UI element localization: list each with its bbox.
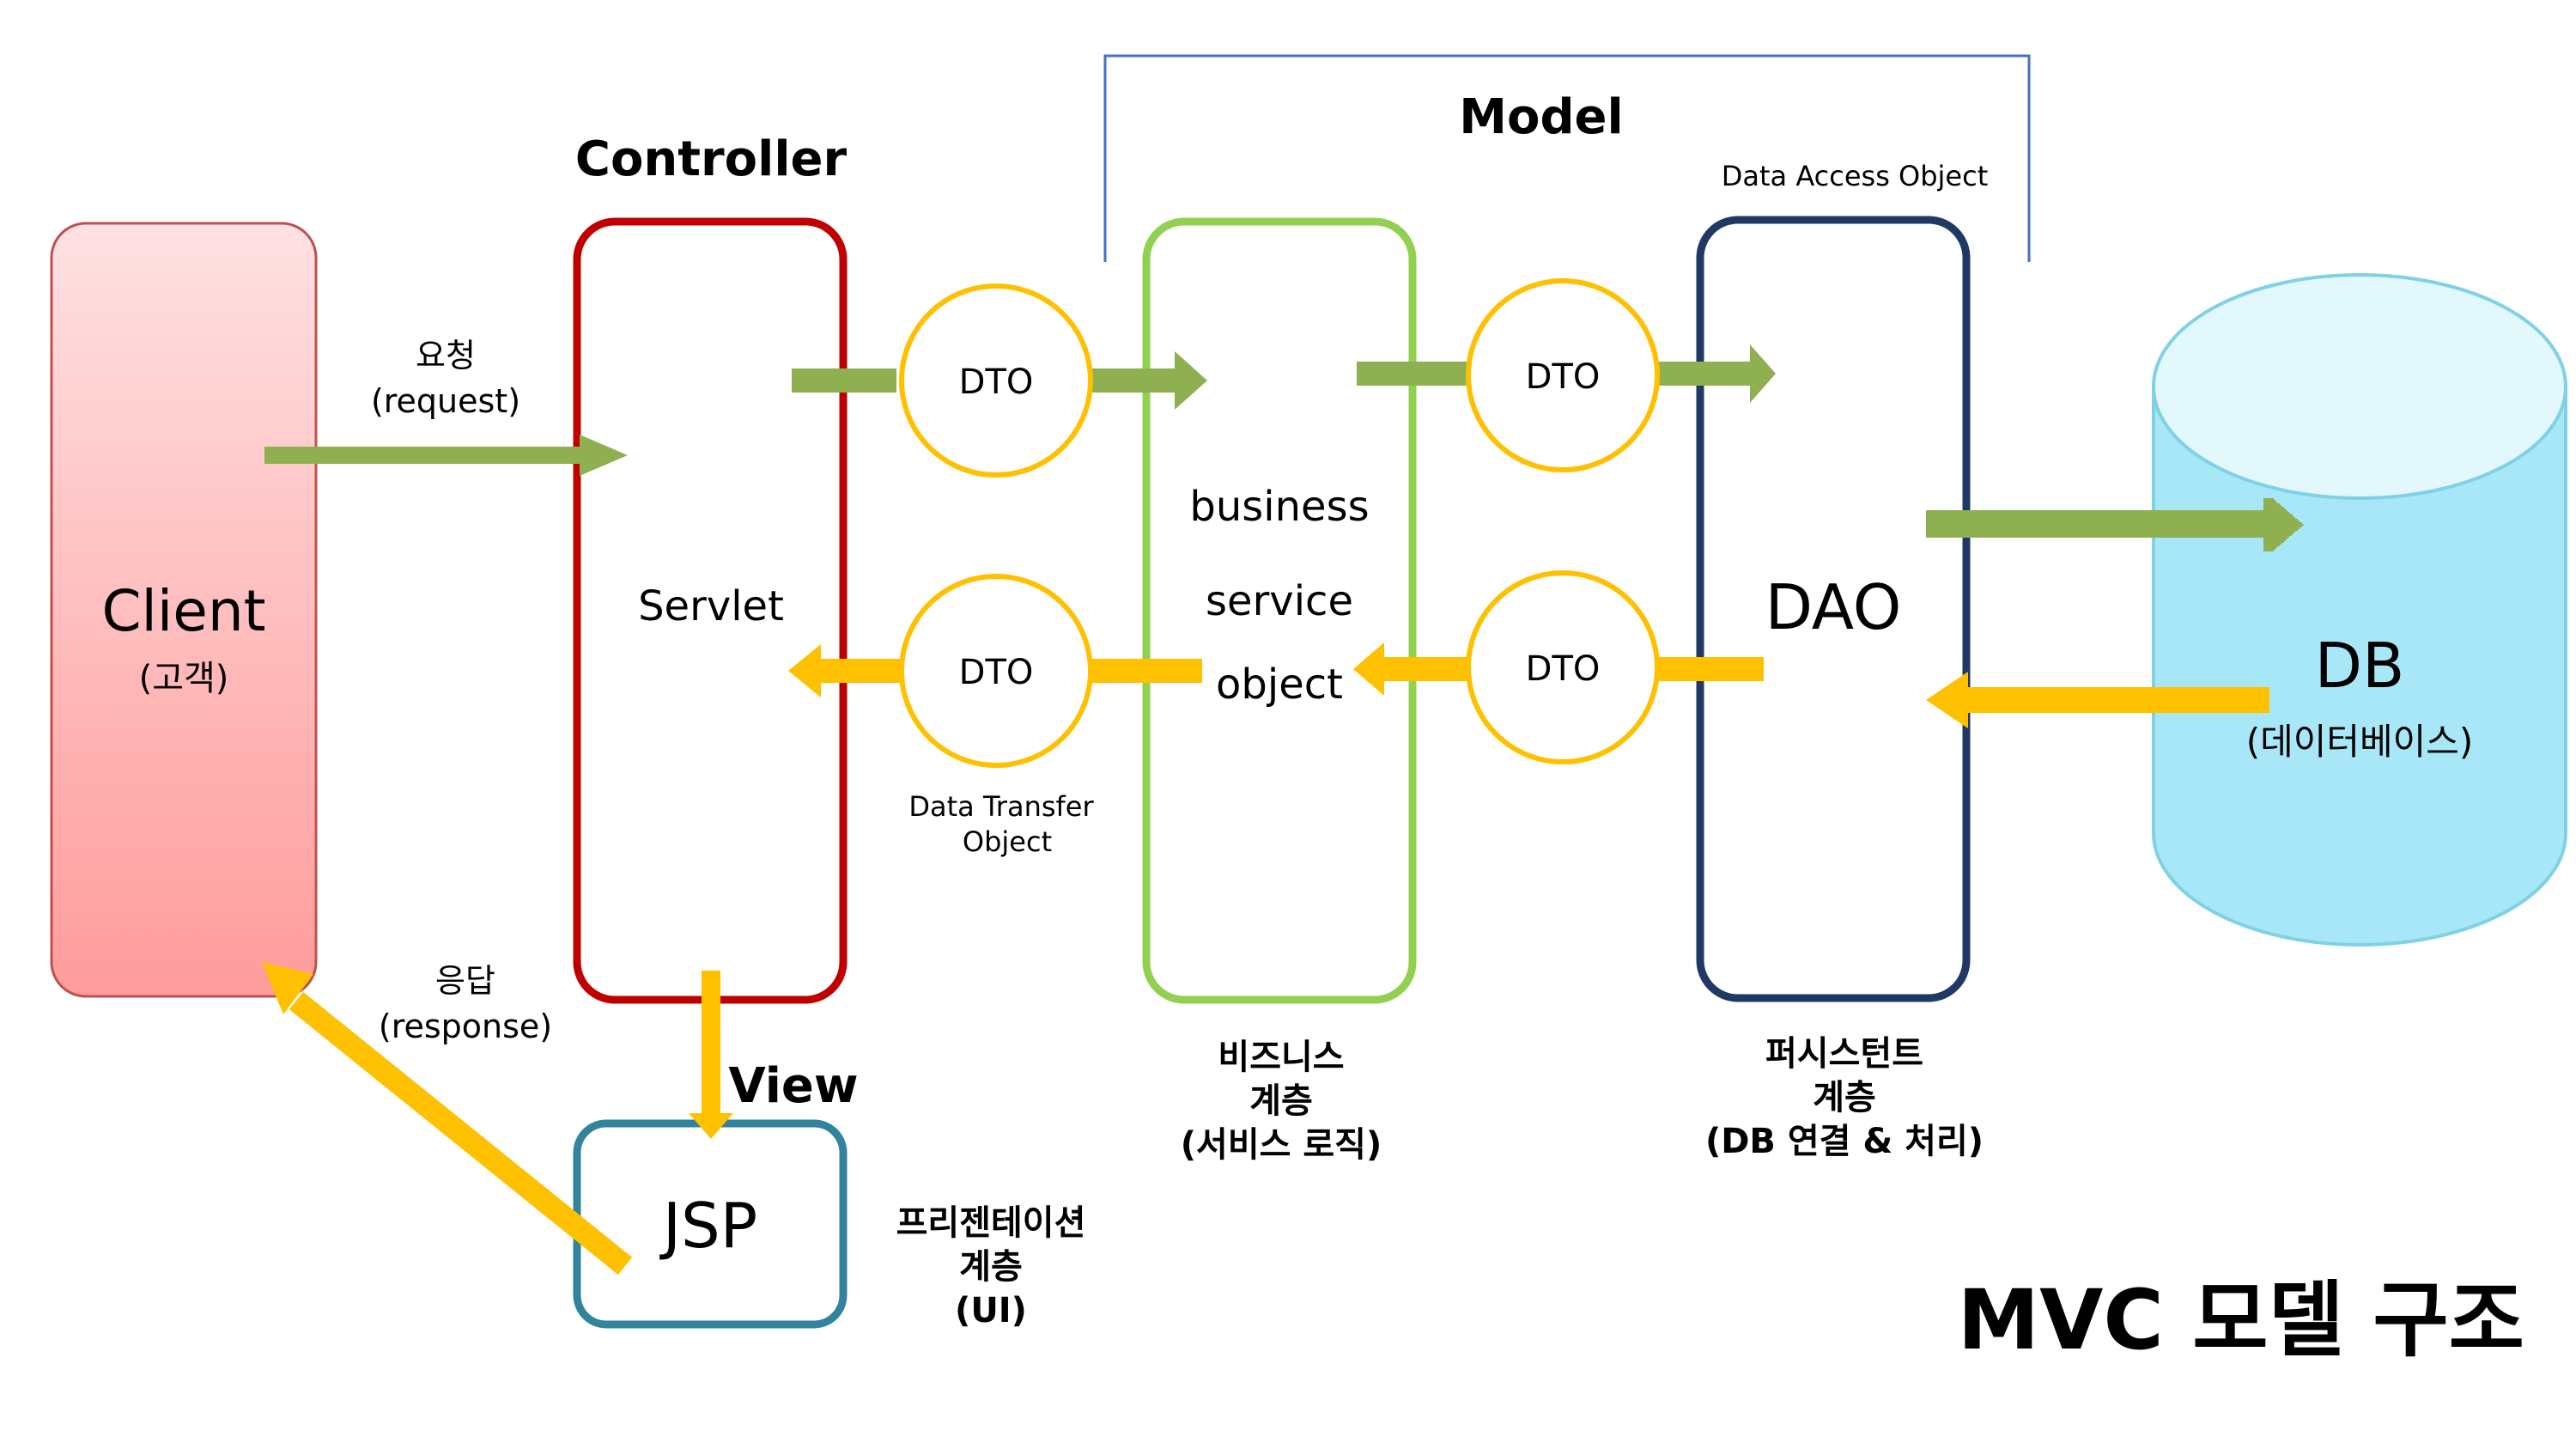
request-label-en: (request) bbox=[371, 382, 520, 420]
response-arrow-db-to-dao bbox=[1926, 672, 2269, 728]
service-label-line1: business bbox=[1189, 483, 1369, 531]
svg-text:DTO: DTO bbox=[1526, 357, 1601, 397]
request-arrow-servlet-to-dto bbox=[792, 368, 896, 393]
service-label-line2: service bbox=[1206, 577, 1353, 625]
model-bracket bbox=[1103, 54, 2031, 262]
response-arrow-servlet-to-jsp bbox=[689, 971, 733, 1139]
business-service-box bbox=[1142, 217, 1417, 1004]
client-label: Client bbox=[101, 578, 265, 644]
request-arrow-service-to-dto bbox=[1357, 362, 1468, 386]
view-title: View bbox=[728, 1058, 858, 1114]
presentation-layer-line1: 프리젠테이션 bbox=[896, 1203, 1086, 1243]
presentation-layer-line3: (UI) bbox=[955, 1291, 1027, 1330]
response-arrow-dto-to-service bbox=[1353, 642, 1470, 696]
response-arrow-service-to-dto bbox=[1092, 659, 1202, 683]
diagram-title: MVC 모델 구조 bbox=[1958, 1272, 2524, 1368]
dao-box bbox=[1696, 216, 1971, 1002]
db-cylinder-top bbox=[2152, 273, 2567, 500]
response-arrow-dto-to-servlet bbox=[788, 644, 900, 697]
dto-caption-line2: Object bbox=[963, 825, 1052, 858]
business-layer-line3: (서비스 로직) bbox=[1181, 1125, 1382, 1165]
response-label-ko: 응답 bbox=[435, 962, 495, 1000]
request-arrow-dto-to-dao bbox=[1659, 344, 1776, 403]
dto-caption-line1: Data Transfer bbox=[908, 790, 1094, 823]
response-arrow-jsp-to-client bbox=[262, 962, 633, 1275]
request-arrow-client-to-servlet bbox=[264, 435, 628, 476]
svg-text:DTO: DTO bbox=[959, 653, 1034, 692]
presentation-layer-line2: 계층 bbox=[959, 1247, 1023, 1287]
jsp-label: JSP bbox=[659, 1190, 757, 1262]
controller-title: Controller bbox=[575, 131, 848, 187]
dao-label: DAO bbox=[1765, 571, 1902, 643]
db-sublabel: (데이터베이스) bbox=[2246, 721, 2474, 763]
persistence-layer-line3: (DB 연결 & 처리) bbox=[1705, 1122, 1984, 1161]
response-arrow-dao-to-dto bbox=[1659, 657, 1764, 681]
dto-circle-response-2: DTO bbox=[1466, 570, 1660, 764]
persistence-layer-line1: 퍼시스턴트 bbox=[1765, 1034, 1923, 1074]
client-sublabel: (고객) bbox=[139, 659, 229, 698]
client-box bbox=[50, 222, 318, 998]
dto-circle-request-1: DTO bbox=[899, 283, 1093, 478]
dto-circle-response-1: DTO bbox=[899, 574, 1093, 768]
request-arrow-dao-to-db bbox=[1926, 498, 2304, 551]
dto-circle-request-2: DTO bbox=[1466, 278, 1660, 472]
persistence-layer-line2: 계층 bbox=[1813, 1078, 1876, 1117]
service-label-line3: object bbox=[1216, 661, 1343, 709]
model-title: Model bbox=[1459, 89, 1623, 145]
request-label-ko: 요청 bbox=[416, 337, 476, 374]
business-layer-line2: 계층 bbox=[1249, 1081, 1313, 1121]
svg-text:DTO: DTO bbox=[1526, 649, 1601, 689]
business-layer-line1: 비즈니스 bbox=[1218, 1038, 1344, 1077]
dao-subtitle: Data Access Object bbox=[1722, 160, 1989, 192]
svg-text:DTO: DTO bbox=[959, 362, 1034, 402]
db-label: DB bbox=[2315, 630, 2405, 702]
servlet-label: Servlet bbox=[638, 582, 784, 630]
request-arrow-dto-to-service bbox=[1092, 351, 1207, 410]
response-label-en: (response) bbox=[379, 1008, 552, 1045]
